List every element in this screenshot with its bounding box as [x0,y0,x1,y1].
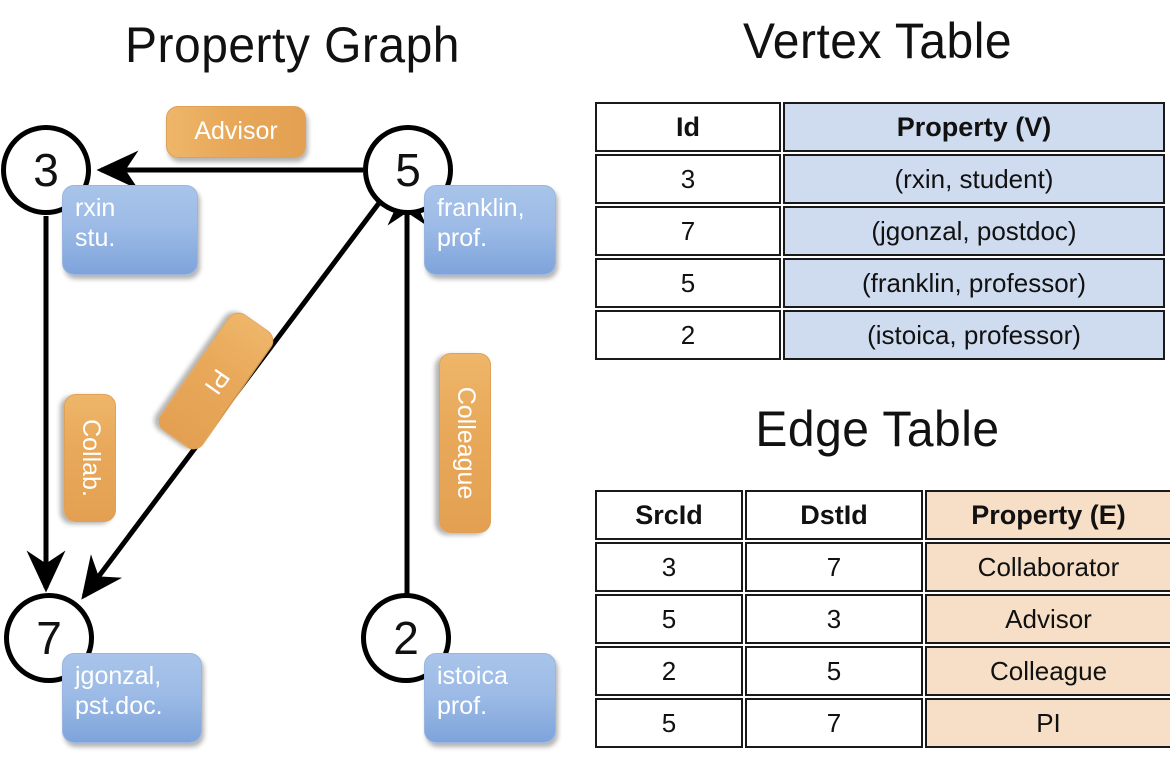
vertex-table-header-property: Property (V) [783,102,1165,152]
edge-cell-srcid: 2 [595,646,743,696]
edge-label-collab[interactable]: Collab. [64,394,116,522]
edge-label-advisor-text: Advisor [194,117,278,146]
edge-cell-property: PI [925,698,1170,748]
vertex-cell-property: (jgonzal, postdoc) [783,206,1165,256]
vertex-cell-id: 2 [595,310,781,360]
vertex-property-rxin-line2: stu. [75,223,116,252]
vertex-property-franklin-line2: prof. [437,223,488,252]
edge-cell-dstid: 5 [745,646,923,696]
page-title-property-graph: Property Graph [125,17,460,73]
table-row[interactable]: 5 (franklin, professor) [595,258,1165,308]
vertex-property-jgonzal-line2: pst.doc. [75,691,163,720]
vertex-table-header-row: Id Property (V) [595,102,1165,152]
vertex-property-box-rxin[interactable]: rxin stu. [62,185,198,275]
edge-cell-dstid: 3 [745,594,923,644]
vertex-property-box-jgonzal[interactable]: jgonzal, pst.doc. [62,653,202,743]
vertex-cell-property: (rxin, student) [783,154,1165,204]
vertex-property-jgonzal-line1: jgonzal, [75,662,162,690]
edge-label-advisor[interactable]: Advisor [166,106,306,158]
vertex-table: Id Property (V) 3 (rxin, student) 7 (jgo… [593,100,1167,362]
edge-label-collab-text: Collab. [76,419,105,497]
vertex-cell-id: 3 [595,154,781,204]
vertex-property-box-istoica[interactable]: istoica prof. [424,653,556,743]
page-title-edge-table: Edge Table [755,401,1000,457]
edge-cell-srcid: 5 [595,698,743,748]
vertex-cell-property: (istoica, professor) [783,310,1165,360]
edge-table-header-dstid: DstId [745,490,923,540]
graph-node-2-label: 2 [393,612,419,664]
property-graph-diagram: 3 5 7 2 rxin stu. franklin, prof. jgonza… [0,80,585,760]
vertex-property-franklin-line1: franklin, [437,194,525,222]
graph-node-3[interactable]: 3 [1,125,91,215]
edge-cell-property: Colleague [925,646,1170,696]
edge-cell-dstid: 7 [745,698,923,748]
vertex-cell-property: (franklin, professor) [783,258,1165,308]
edge-label-colleague[interactable]: Colleague [439,353,491,533]
edge-label-pi-text: PI [198,363,235,400]
vertex-property-istoica-line2: prof. [437,691,488,720]
vertex-property-box-franklin[interactable]: franklin, prof. [424,185,556,275]
graph-node-7-label: 7 [36,612,62,664]
edge-cell-property: Collaborator [925,542,1170,592]
edge-label-colleague-text: Colleague [451,386,480,500]
edge-cell-srcid: 5 [595,594,743,644]
edge-cell-dstid: 7 [745,542,923,592]
table-row[interactable]: 2 5 Colleague [595,646,1170,696]
edge-table-header-property: Property (E) [925,490,1170,540]
edge-table-header-row: SrcId DstId Property (E) [595,490,1170,540]
vertex-property-rxin-line1: rxin [75,194,116,222]
vertex-cell-id: 5 [595,258,781,308]
edge-table-header-srcid: SrcId [595,490,743,540]
vertex-table-header-id: Id [595,102,781,152]
graph-node-5-label: 5 [395,144,421,196]
table-row[interactable]: 2 (istoica, professor) [595,310,1165,360]
graph-node-3-label: 3 [33,144,59,196]
table-row[interactable]: 3 7 Collaborator [595,542,1170,592]
vertex-property-istoica-line1: istoica [437,662,508,690]
table-row[interactable]: 7 (jgonzal, postdoc) [595,206,1165,256]
page-title-vertex-table: Vertex Table [742,13,1013,69]
edge-table: SrcId DstId Property (E) 3 7 Collaborato… [593,488,1170,750]
edge-cell-srcid: 3 [595,542,743,592]
table-row[interactable]: 3 (rxin, student) [595,154,1165,204]
vertex-cell-id: 7 [595,206,781,256]
table-row[interactable]: 5 3 Advisor [595,594,1170,644]
table-row[interactable]: 5 7 PI [595,698,1170,748]
edge-cell-property: Advisor [925,594,1170,644]
